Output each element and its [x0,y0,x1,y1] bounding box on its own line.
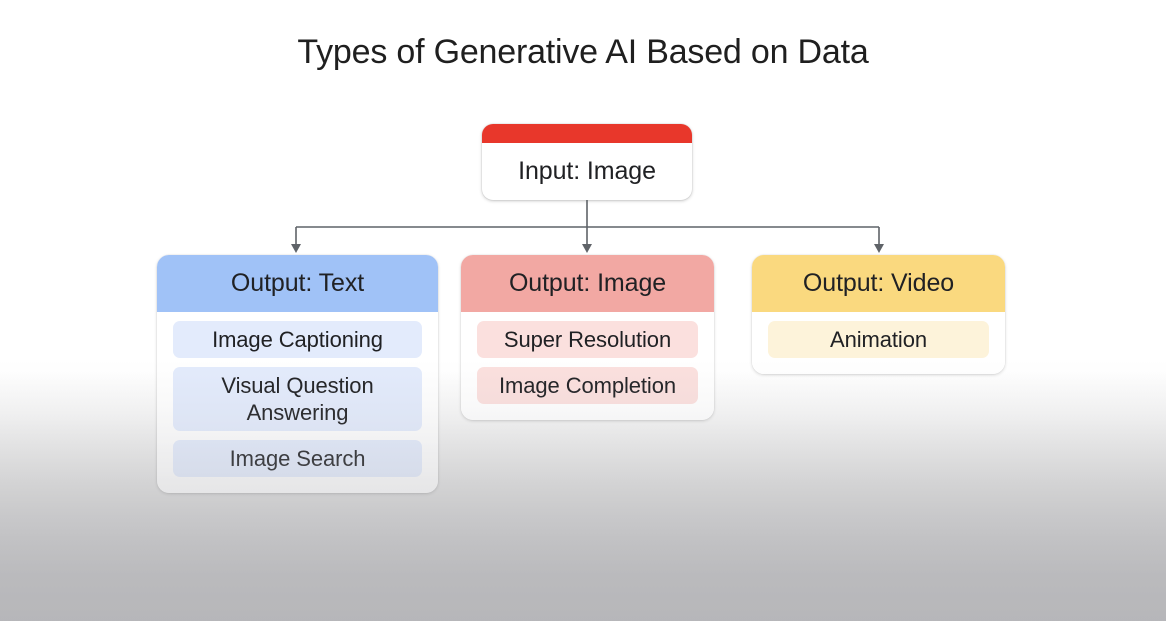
arrowhead-video-icon [874,244,884,253]
input-node-accent-strip [482,124,692,143]
list-item[interactable]: Image Search [173,440,422,477]
output-card-video[interactable]: Output: Video Animation [752,255,1005,374]
output-card-image-body: Super Resolution Image Completion [461,312,714,420]
page-title: Types of Generative AI Based on Data [297,33,869,71]
list-item[interactable]: Super Resolution [477,321,698,358]
output-card-image[interactable]: Output: Image Super Resolution Image Com… [461,255,714,420]
list-item[interactable]: Image Completion [477,367,698,404]
output-card-text-header: Output: Text [157,255,438,312]
output-card-image-header: Output: Image [461,255,714,312]
arrowhead-text-icon [291,244,301,253]
output-card-video-header: Output: Video [752,255,1005,312]
output-card-text-body: Image Captioning Visual Question Answeri… [157,312,438,493]
output-card-video-body: Animation [752,312,1005,374]
list-item[interactable]: Image Captioning [173,321,422,358]
list-item[interactable]: Visual Question Answering [173,367,422,431]
input-node-image[interactable]: Input: Image [482,124,692,200]
input-node-label: Input: Image [518,157,656,185]
list-item[interactable]: Animation [768,321,989,358]
arrowhead-image-icon [582,244,592,253]
output-card-text[interactable]: Output: Text Image Captioning Visual Que… [157,255,438,493]
